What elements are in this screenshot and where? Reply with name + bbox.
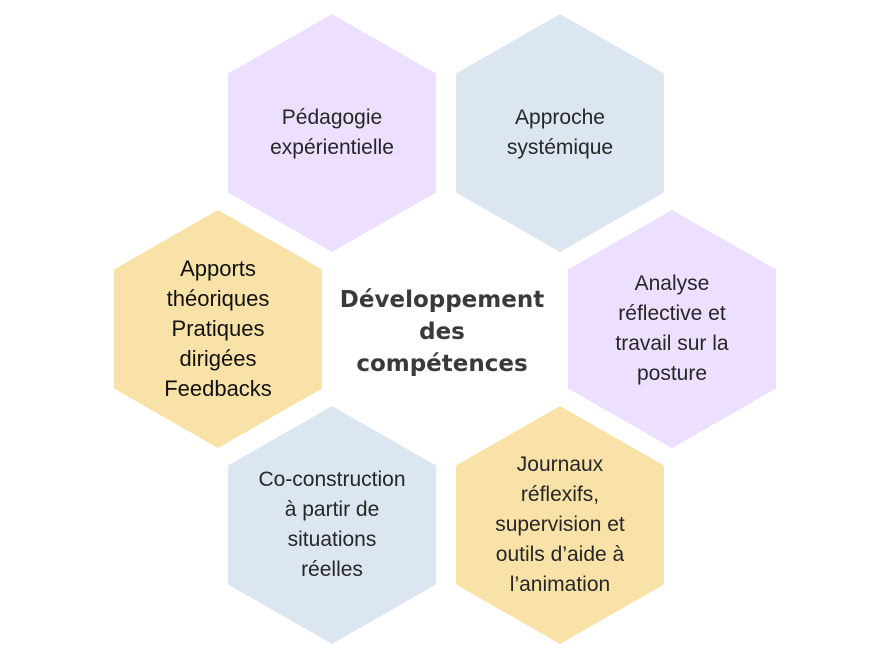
center-title: Développement des compétences <box>339 287 545 377</box>
hexagon-label: Analyse réflective et travail sur la pos… <box>615 272 729 385</box>
hexagon-label: Approche systémique <box>506 106 614 159</box>
hexagon-label: Co-construction à partir de situations r… <box>258 468 406 581</box>
hexagon-label: Pédagogie expérientielle <box>270 106 394 159</box>
hexagon-approche-systemique: Approche systémique <box>456 14 664 252</box>
hexagon-label: Apports théoriques Pratiques dirigées Fe… <box>164 256 272 401</box>
hexagon-co-construction: Co-construction à partir de situations r… <box>228 406 436 644</box>
hexagon-pedagogie-experientielle: Pédagogie expérientielle <box>228 14 436 252</box>
hexagon-apports-theoriques: Apports théoriques Pratiques dirigées Fe… <box>114 210 322 448</box>
hexagon-journaux-reflexifs: Journaux réflexifs, supervision et outil… <box>456 406 664 644</box>
hexagon-analyse-reflective: Analyse réflective et travail sur la pos… <box>568 210 776 448</box>
hexagon-label: Journaux réflexifs, supervision et outil… <box>495 453 625 596</box>
